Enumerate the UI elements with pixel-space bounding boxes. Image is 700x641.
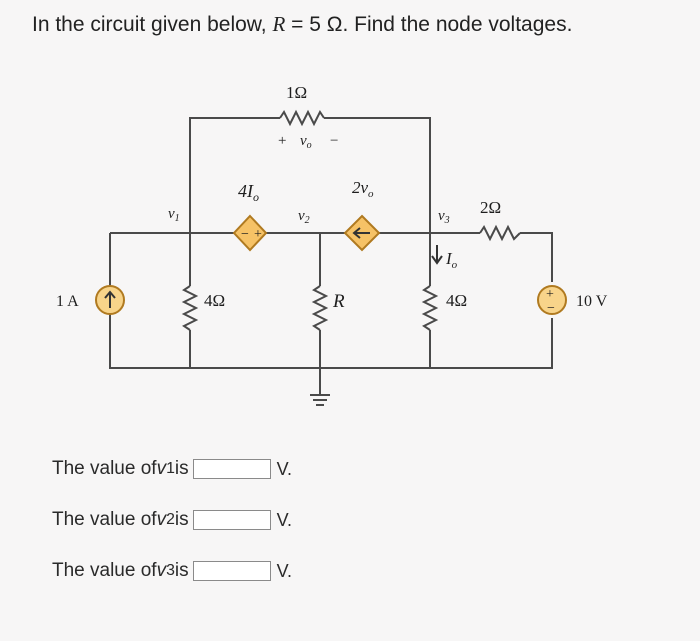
v2-answer-input[interactable] [192,510,271,530]
svg-text:−: − [547,301,555,316]
ground-symbol [310,394,330,406]
arrow-left-icon [352,227,370,239]
dep-source-right-label: 2vo [352,178,374,200]
top-resistor [279,109,325,127]
io-label: Io [445,249,458,271]
left-resistor-label: 4Ω [204,291,225,310]
right-resistor-label: 4Ω [446,291,467,310]
node-v2-label: v2 [298,208,310,226]
node-v1-label: v1 [168,206,180,224]
arrow-up-icon [104,290,116,308]
svg-text:+: + [546,287,554,302]
circuit-wires [109,117,553,395]
voltage-source: + − [537,285,567,316]
svg-text:−: − [241,227,249,242]
right-resistor [421,285,439,331]
middle-resistor-label: R [332,291,345,312]
upper-right-resistor [479,224,521,242]
v1-answer-input[interactable] [192,459,271,479]
vo-minus-label: − [330,133,338,149]
svg-text:+: + [254,227,262,242]
v3-answer-input[interactable] [192,561,271,581]
middle-resistor [311,285,329,331]
vo-label: vo [300,133,312,151]
current-io-arrow-icon [431,245,443,265]
circuit-diagram: − + + − 1Ω + vo − 4Io 2vo v1 v2 v3 2Ω Io… [56,83,608,406]
question-text: In the circuit given below, R = 5 Ω. Fin… [32,12,573,36]
question-r-symbol: R [272,12,286,36]
vo-plus-label: + [278,133,286,149]
upper-right-resistor-label: 2Ω [480,198,501,217]
current-source [95,285,125,315]
node-v3-label: v3 [438,208,450,226]
current-source-label: 1 A [56,293,79,310]
voltage-source-label: 10 V [576,293,608,310]
dependent-source-right [343,214,381,252]
dependent-source-left: − + [232,214,268,252]
top-resistor-label: 1Ω [286,83,307,102]
left-resistor [181,285,199,331]
dep-source-left-label: 4Io [238,181,259,204]
